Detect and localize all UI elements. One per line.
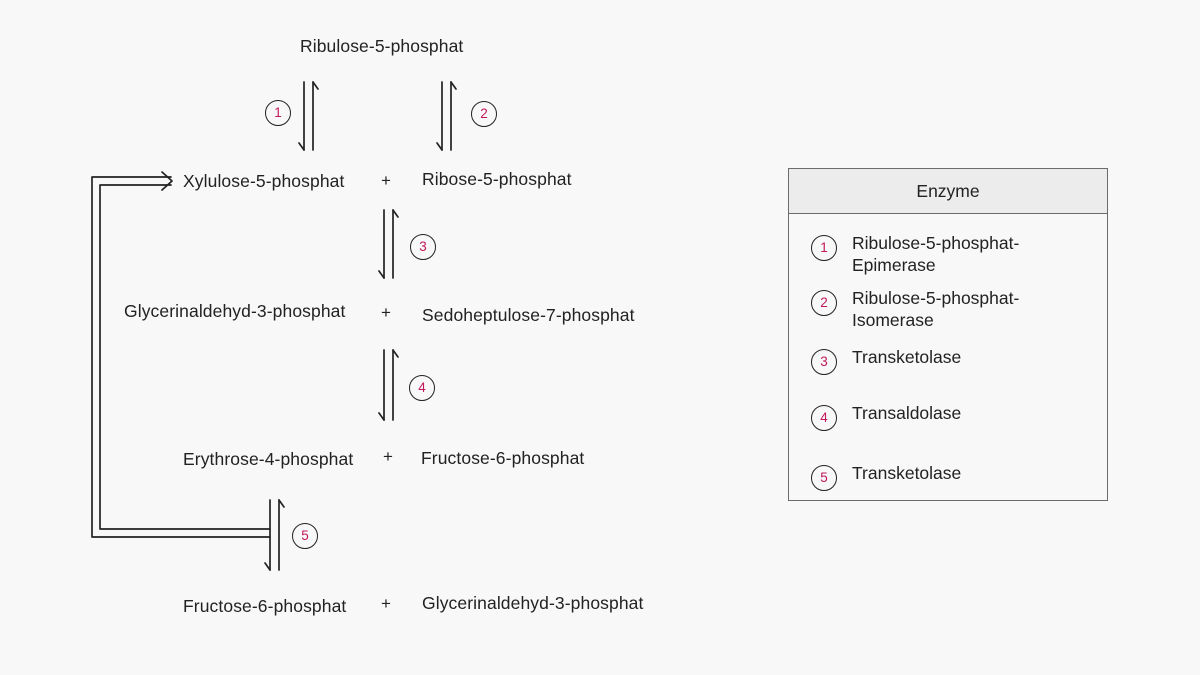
equilibrium-arrow-4 (378, 349, 399, 421)
plus-sign: + (383, 447, 393, 466)
legend-title: Enzyme (789, 169, 1107, 214)
step-marker-3: 3 (410, 234, 436, 260)
legend-step-marker: 5 (811, 465, 837, 491)
compound-fructose-6-phosphat: Fructose-6-phosphat (421, 448, 585, 468)
step-marker-2: 2 (471, 101, 497, 127)
equilibrium-arrow-2 (436, 81, 457, 151)
plus-sign: + (381, 171, 391, 190)
compound-sedoheptulose-7-phosphat: Sedoheptulose-7-phosphat (422, 305, 635, 325)
equilibrium-arrow-5 (264, 499, 285, 571)
step-marker-1: 1 (265, 100, 291, 126)
legend-enzyme-name: Ribulose-5-phosphat-Epimerase (852, 233, 1020, 275)
plus-sign: + (381, 303, 391, 322)
recycle-double-arrow (91, 171, 271, 538)
compound-glycerinaldehyd-3-phosphat: Glycerinaldehyd-3-phosphat (422, 593, 644, 613)
legend-enzyme-name: Transketolase (852, 463, 962, 483)
compound-ribose-5-phosphat: Ribose-5-phosphat (422, 169, 572, 189)
legend-step-marker: 4 (811, 405, 837, 431)
compound-erythrose-4-phosphat: Erythrose-4-phosphat (183, 449, 354, 469)
legend-enzyme-name: Transaldolase (852, 403, 962, 423)
enzyme-legend: Enzyme 1 Ribulose-5-phosphat-Epimerase 2… (788, 168, 1108, 501)
compound-fructose-6-phosphat: Fructose-6-phosphat (183, 596, 347, 616)
legend-enzyme-name: Ribulose-5-phosphat-Isomerase (852, 288, 1020, 330)
legend-enzyme-name: Transketolase (852, 347, 962, 367)
step-marker-4: 4 (409, 375, 435, 401)
plus-sign: + (381, 594, 391, 613)
compound-glycerinaldehyd-3-phosphat: Glycerinaldehyd-3-phosphat (124, 301, 346, 321)
legend-step-marker: 3 (811, 349, 837, 375)
step-marker-5: 5 (292, 523, 318, 549)
equilibrium-arrow-3 (378, 209, 399, 279)
compound-ribulose-5-phosphat: Ribulose-5-phosphat (300, 36, 464, 56)
compound-xylulose-5-phosphat: Xylulose-5-phosphat (183, 171, 345, 191)
legend-step-marker: 1 (811, 235, 837, 261)
legend-step-marker: 2 (811, 290, 837, 316)
equilibrium-arrow-1 (298, 81, 319, 151)
